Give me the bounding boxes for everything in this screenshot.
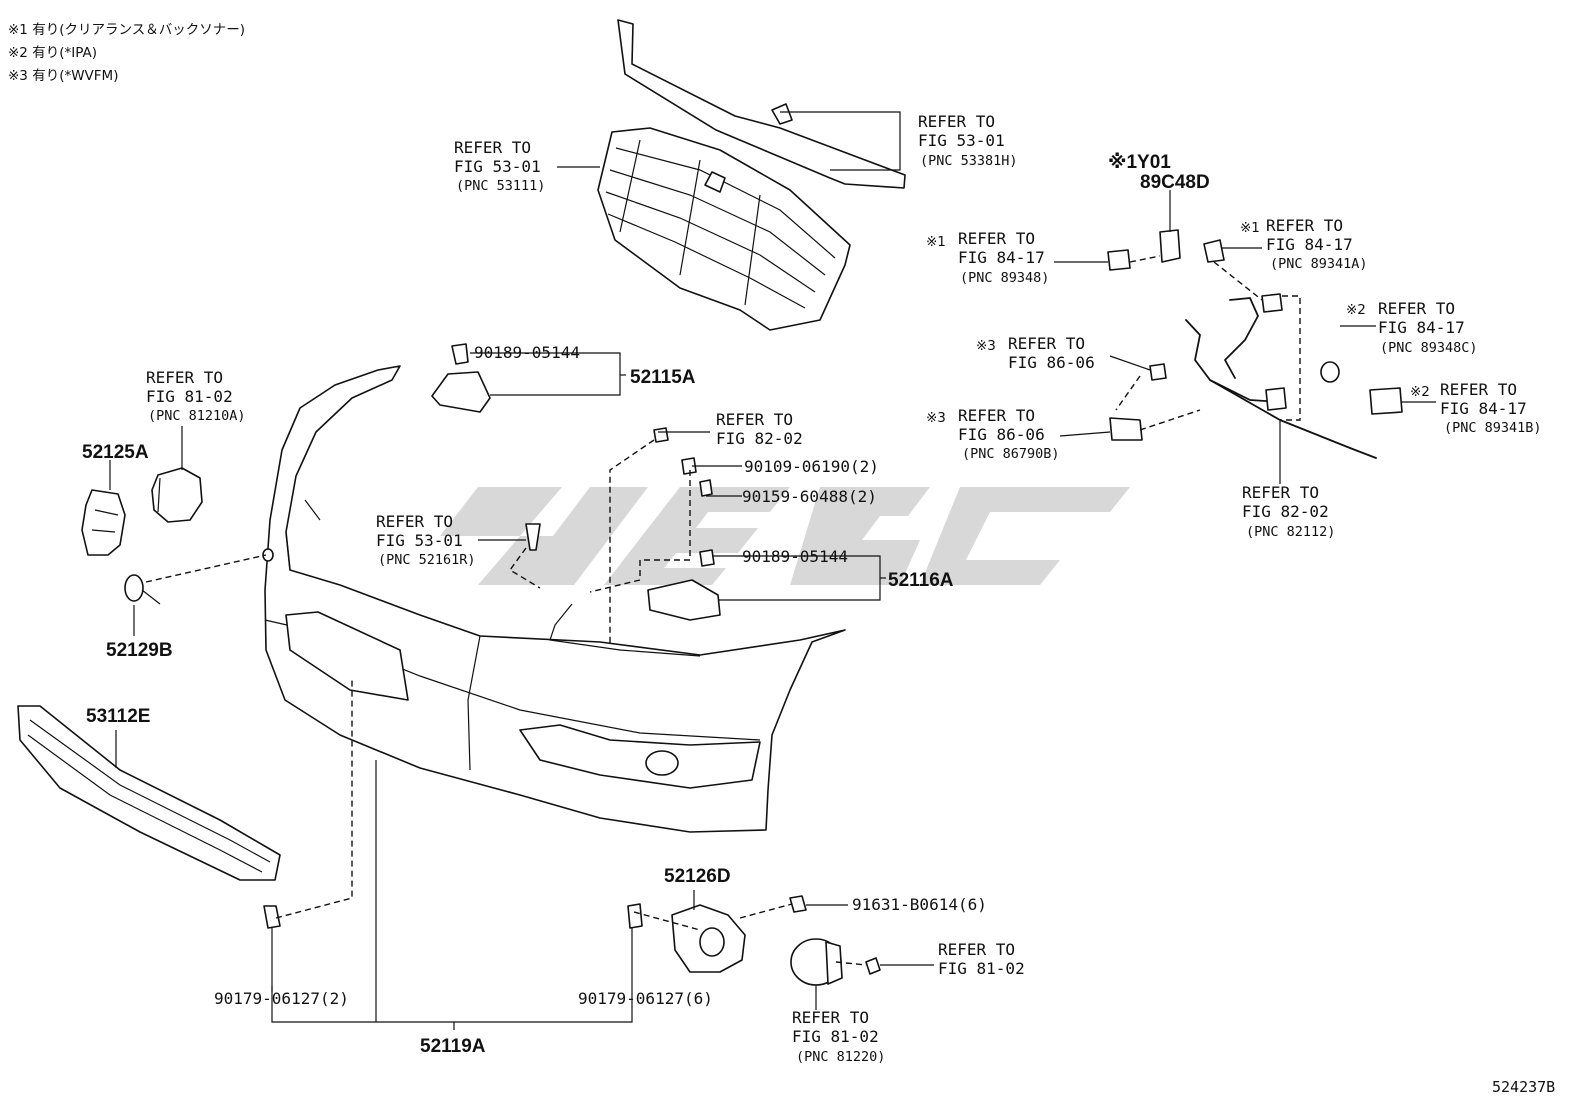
ref-grille-1: REFER TO	[454, 138, 531, 157]
ref-molding-1: REFER TO	[918, 112, 995, 131]
label-f2: 90109-06190(2)	[744, 457, 879, 476]
ref-ipaB-mark: ※2	[1410, 384, 1430, 400]
ref-fogscrew-1: REFER TO	[938, 940, 1015, 959]
label-89C48D: 89C48D	[1140, 172, 1210, 193]
bumper-cover	[262, 365, 846, 833]
ref-bracket-1: REFER TO	[376, 512, 453, 531]
sonar-harness	[1107, 229, 1403, 459]
ref-sonarA-mark: ※1	[1240, 220, 1260, 236]
ref-wvfm-1: REFER TO	[1008, 334, 1085, 353]
ref-foglamp-1: REFER TO	[146, 368, 223, 387]
ref-foglamp-3: (PNC 81210A)	[148, 408, 246, 424]
ref-ipaC-1: REFER TO	[1378, 299, 1455, 318]
ref-wvfmB-2: FIG 86-06	[958, 425, 1045, 444]
label-52125A: 52125A	[82, 442, 149, 463]
label-f7: 91631-B0614(6)	[852, 895, 987, 914]
ref-sonar-2: FIG 84-17	[958, 248, 1045, 267]
ref-bracket-2: FIG 53-01	[376, 531, 463, 550]
ref-sonar-mark: ※1	[926, 234, 946, 250]
label-52116A: 52116A	[888, 570, 954, 591]
label-53112E: 53112E	[86, 706, 150, 727]
ref-wire-1: REFER TO	[1242, 483, 1319, 502]
ref-wvfm-2: FIG 86-06	[1008, 353, 1095, 372]
label-f4: 90189-05144	[742, 547, 848, 566]
bracket-52115A	[431, 343, 491, 413]
ref-ipaC-3: (PNC 89348C)	[1380, 340, 1478, 356]
refer-labels: REFER TO FIG 53-01 (PNC 53111) REFER TO …	[146, 112, 1542, 1065]
ref-wvfmB-1: REFER TO	[958, 406, 1035, 425]
grille-molding	[617, 19, 906, 189]
ref-foglamp-2: FIG 81-02	[146, 387, 233, 406]
label-f6: 90179-06127(6)	[578, 989, 713, 1008]
ref-wvfmB-3: (PNC 86790B)	[962, 446, 1060, 462]
label-f3: 90159-60488(2)	[742, 487, 877, 506]
note-2: ※2 有り(*IPA)	[8, 45, 97, 61]
ref-ipaC-2: FIG 84-17	[1378, 318, 1465, 337]
radiator-grille	[597, 127, 851, 331]
ref-fogR-3: (PNC 81220)	[796, 1049, 885, 1065]
ref-fig82-1: REFER TO	[716, 410, 793, 429]
fog-bracket-left	[81, 489, 126, 556]
ref-fogscrew-2: FIG 81-02	[938, 959, 1025, 978]
ref-molding-2: FIG 53-01	[918, 131, 1005, 150]
ref-sonar-3: (PNC 89348)	[960, 270, 1049, 286]
ref-grille-2: FIG 53-01	[454, 157, 541, 176]
ref-sonar-1: REFER TO	[958, 229, 1035, 248]
ref-grille-3: (PNC 53111)	[456, 178, 545, 194]
label-52119A: 52119A	[420, 1036, 486, 1057]
note-3: ※3 有り(*WVFM)	[8, 68, 118, 84]
label-52115A: 52115A	[630, 367, 696, 388]
ref-fig82-2: FIG 82-02	[716, 429, 803, 448]
ref-sonarA-1: REFER TO	[1266, 216, 1343, 235]
ref-bracket-3: (PNC 52161R)	[378, 552, 476, 568]
label-52129B: 52129B	[106, 640, 173, 661]
note-1: ※1 有り(クリアランス＆バックソナー)	[8, 22, 245, 38]
clip-52129B	[124, 574, 161, 605]
diagram-code: 524237B	[1492, 1078, 1555, 1096]
part-labels: 52115A 52116A 52125A 52129B 53112E 52126…	[82, 152, 1555, 1096]
dashed-lines	[145, 255, 1301, 966]
ref-fogR-2: FIG 81-02	[792, 1027, 879, 1046]
label-52126D: 52126D	[664, 866, 731, 887]
ref-ipaC-mark: ※2	[1346, 302, 1366, 318]
label-f1: 90189-05144	[474, 343, 580, 362]
ref-wvfmB-mark: ※3	[926, 410, 946, 426]
label-Y01: ※1Y01	[1108, 152, 1171, 173]
ref-ipaB-3: (PNC 89341B)	[1444, 420, 1542, 436]
watermark-logo	[440, 487, 1130, 585]
ref-sonarA-2: FIG 84-17	[1266, 235, 1353, 254]
ref-fogR-1: REFER TO	[792, 1008, 869, 1027]
ref-molding-3: (PNC 53381H)	[920, 153, 1018, 169]
fasteners	[263, 427, 881, 975]
lower-grille	[17, 705, 281, 881]
ref-sonarA-3: (PNC 89341A)	[1270, 256, 1368, 272]
notes-block: ※1 有り(クリアランス＆バックソナー) ※2 有り(*IPA) ※3 有り(*…	[8, 22, 245, 84]
ref-ipaB-2: FIG 84-17	[1440, 399, 1527, 418]
bracket-52116A	[647, 579, 721, 621]
bracket-52126D	[671, 904, 746, 973]
ref-wvfm-mark: ※3	[976, 338, 996, 354]
fog-lamp-left	[151, 467, 203, 523]
fastener-labels: 90189-05144 90109-06190(2) 90159-60488(2…	[214, 343, 987, 1008]
fog-lamp-right	[790, 938, 843, 986]
ref-wire-2: FIG 82-02	[1242, 502, 1329, 521]
ref-wire-3: (PNC 82112)	[1246, 524, 1335, 540]
leader-lines	[109, 111, 1436, 1030]
label-f5: 90179-06127(2)	[214, 989, 349, 1008]
ref-ipaB-1: REFER TO	[1440, 380, 1517, 399]
